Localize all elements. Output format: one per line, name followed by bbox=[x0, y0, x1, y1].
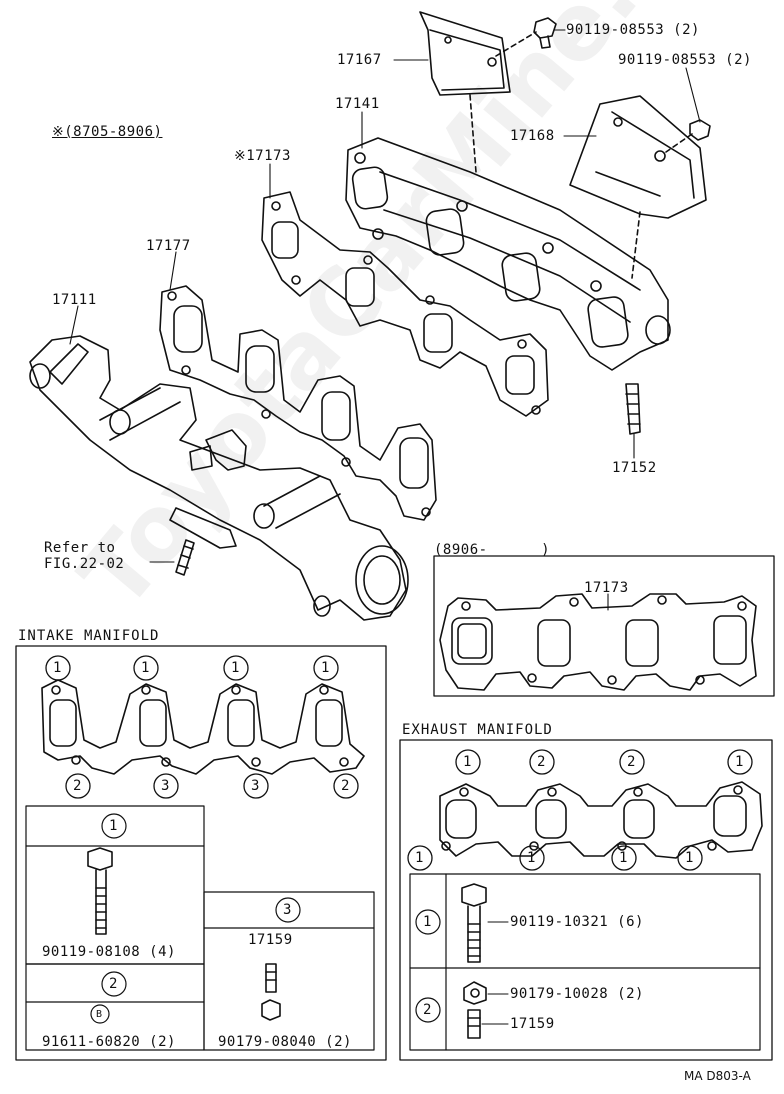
intake-gasket-17177 bbox=[159, 285, 437, 521]
intake-box1-marker: 1 bbox=[109, 818, 118, 834]
bolt-icon-top bbox=[533, 17, 557, 49]
stud-17152 bbox=[625, 383, 641, 435]
intake-top-mark-3: 1 bbox=[231, 660, 240, 676]
bolt-icon-10321 bbox=[461, 883, 487, 963]
exhaust-row2-part-b: 17159 bbox=[510, 1016, 555, 1032]
exhaust-tables bbox=[409, 873, 761, 1051]
exhaust-title: EXHAUST MANIFOLD bbox=[402, 722, 553, 738]
bolt-icon-right bbox=[689, 119, 711, 141]
intake-title: INTAKE MANIFOLD bbox=[18, 628, 160, 644]
exhaust-row2-marker: 2 bbox=[423, 1002, 432, 1018]
label-17173-star: ※17173 bbox=[234, 148, 291, 164]
exhaust-top-mark-1: 1 bbox=[463, 754, 472, 770]
intake-top-mark-4: 1 bbox=[321, 660, 330, 676]
intake-bottom-mark-4: 2 bbox=[341, 778, 350, 794]
stud-icon-intake bbox=[261, 963, 281, 1021]
intake-box2-sub-marker: B bbox=[96, 1009, 103, 1020]
stud-icon-exhaust bbox=[467, 1009, 481, 1039]
intake-bottom-mark-2: 3 bbox=[161, 778, 170, 794]
exhaust-row1-part: 90119-10321 (6) bbox=[510, 914, 644, 930]
intake-manifold-17111 bbox=[29, 335, 409, 621]
intake-bottom-mark-3: 3 bbox=[251, 778, 260, 794]
exhaust-row1-marker: 1 bbox=[423, 914, 432, 930]
label-17173: 17173 bbox=[584, 580, 629, 596]
exhaust-bottom-mark-2: 1 bbox=[527, 850, 536, 866]
exhaust-manifold-17141 bbox=[345, 137, 671, 371]
intake-tables bbox=[25, 805, 375, 1051]
label-17167: 17167 bbox=[337, 52, 382, 68]
intake-box3-part-a: 17159 bbox=[248, 932, 293, 948]
nut-icon-10028 bbox=[463, 981, 487, 1005]
exhaust-gasket-17173 bbox=[261, 191, 549, 417]
stud-fig22 bbox=[175, 539, 195, 576]
exhaust-top-mark-4: 1 bbox=[735, 754, 744, 770]
leader-lines bbox=[69, 29, 701, 611]
label-date-range: (8906- ) bbox=[434, 542, 551, 558]
intake-markers bbox=[45, 655, 359, 799]
label-17141: 17141 bbox=[335, 96, 380, 112]
exhaust-bottom-mark-3: 1 bbox=[619, 850, 628, 866]
exhaust-bottom-mark-4: 1 bbox=[685, 850, 694, 866]
exhaust-gasket-icon bbox=[439, 781, 763, 859]
label-17152: 17152 bbox=[612, 460, 657, 476]
exhaust-gasket-8906 bbox=[439, 593, 757, 691]
intake-top-mark-2: 1 bbox=[141, 660, 150, 676]
exhaust-bottom-mark-1: 1 bbox=[415, 850, 424, 866]
label-17168: 17168 bbox=[510, 128, 555, 144]
heat-insulator-17167 bbox=[419, 11, 511, 96]
intake-gasket-icon bbox=[41, 679, 365, 775]
exhaust-markers bbox=[407, 749, 753, 871]
exhaust-top-mark-3: 2 bbox=[627, 754, 636, 770]
label-fig-ref: FIG.22-02 bbox=[44, 556, 125, 572]
label-refer-to: Refer to bbox=[44, 540, 116, 556]
exhaust-row2-part-a: 90179-10028 (2) bbox=[510, 986, 644, 1002]
bolt-icon-08108 bbox=[87, 847, 113, 935]
intake-box3-marker: 3 bbox=[283, 902, 292, 918]
intake-box1-part: 90119-08108 (4) bbox=[42, 944, 176, 960]
label-17111: 17111 bbox=[52, 292, 97, 308]
intake-box2-marker: 2 bbox=[109, 976, 118, 992]
intake-box3-part-b: 90179-08040 (2) bbox=[218, 1034, 352, 1050]
diagram-code: MA D803-A bbox=[684, 1069, 751, 1083]
intake-box2-part: 91611-60820 (2) bbox=[42, 1034, 176, 1050]
label-90119-08553-right: 90119-08553 (2) bbox=[618, 52, 752, 68]
heat-insulator-17168 bbox=[569, 95, 707, 219]
label-90119-08553-top: 90119-08553 (2) bbox=[566, 22, 700, 38]
exhaust-top-mark-2: 2 bbox=[537, 754, 546, 770]
intake-bottom-mark-1: 2 bbox=[73, 778, 82, 794]
label-17177: 17177 bbox=[146, 238, 191, 254]
intake-top-mark-1: 1 bbox=[53, 660, 62, 676]
date-note: ※(8705-8906) bbox=[52, 124, 163, 140]
